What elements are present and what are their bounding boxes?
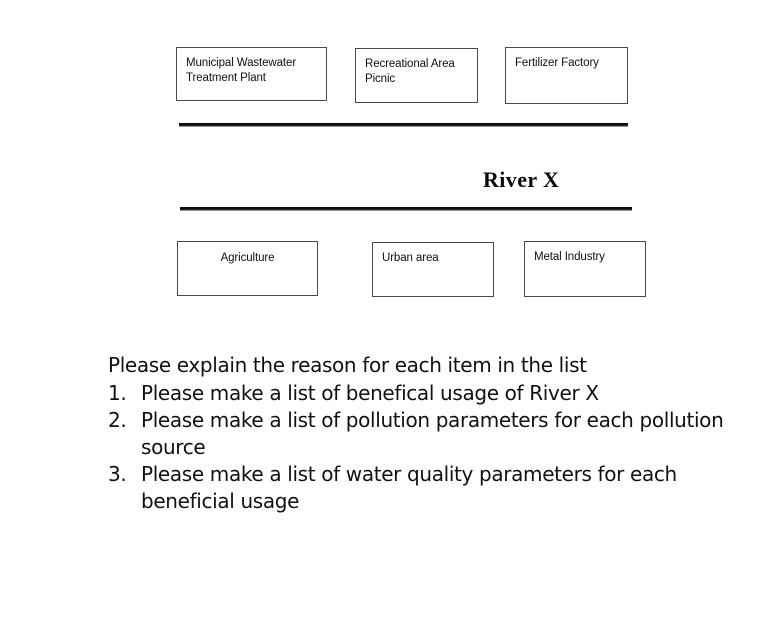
- task-list-item: 3. Please make a list of water quality p…: [108, 461, 748, 515]
- river-bank-top-line: [179, 123, 628, 127]
- box-fertilizer-factory[interactable]: Fertilizer Factory: [505, 47, 628, 104]
- river-bank-bottom-line: [180, 207, 632, 211]
- task-intro-text: Please explain the reason for each item …: [108, 353, 587, 377]
- task-item-text: Please make a list of water quality para…: [141, 462, 677, 513]
- task-item-text: Please make a list of benefical usage of…: [141, 381, 599, 405]
- box-municipal-wastewater-treatment-plant[interactable]: Municipal Wastewater Treatment Plant: [176, 47, 327, 101]
- box-urban-area[interactable]: Urban area: [372, 242, 494, 297]
- task-item-text: Please make a list of pollution paramete…: [141, 408, 724, 459]
- task-item-number: 1.: [108, 381, 127, 405]
- task-list-item: 2. Please make a list of pollution param…: [108, 407, 748, 461]
- river-label: River X: [483, 167, 560, 192]
- box-metal-industry[interactable]: Metal Industry: [524, 241, 646, 297]
- task-item-number: 3.: [108, 462, 127, 486]
- box-recreational-area-picnic[interactable]: Recreational Area Picnic: [355, 48, 478, 103]
- box-agriculture[interactable]: Agriculture: [177, 241, 318, 296]
- task-list: 1. Please make a list of benefical usage…: [108, 380, 748, 515]
- task-list-item: 1. Please make a list of benefical usage…: [108, 380, 748, 407]
- task-item-number: 2.: [108, 408, 127, 432]
- task-block: Please explain the reason for each item …: [108, 352, 748, 515]
